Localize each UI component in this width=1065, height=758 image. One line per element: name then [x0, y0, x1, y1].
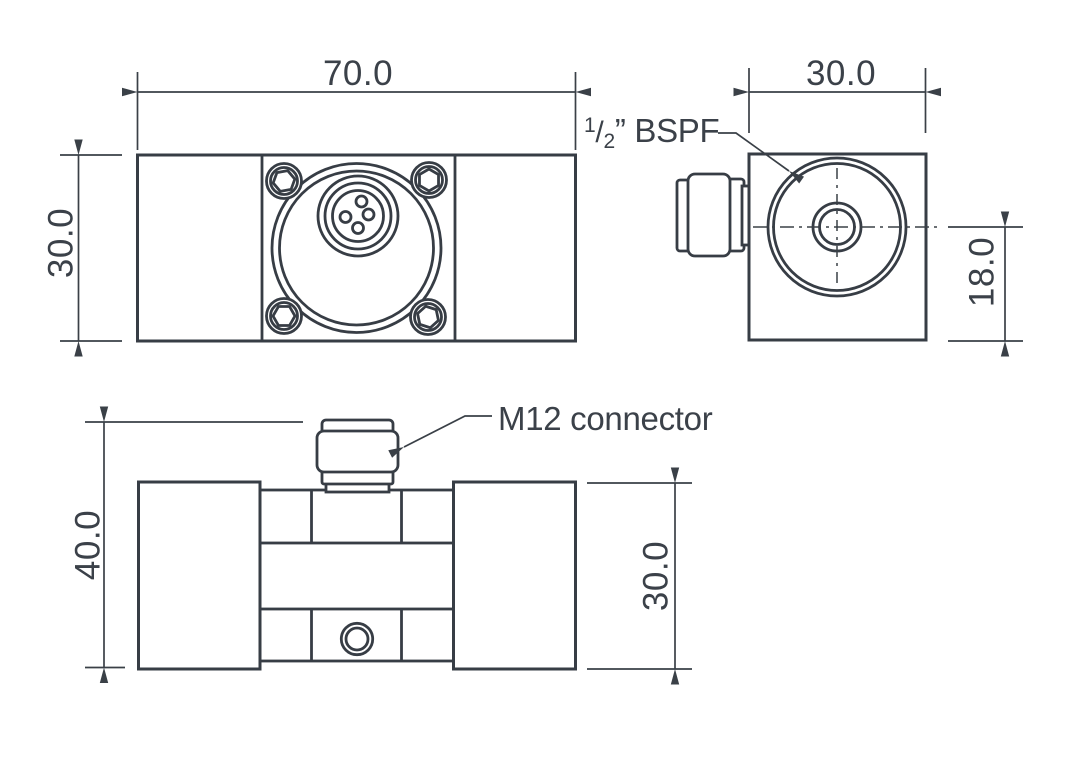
m12-pin — [354, 194, 369, 209]
m12-leader-line — [388, 415, 492, 458]
m12-pin — [338, 210, 353, 224]
dimension-text-side-body-height: 30.0 — [637, 541, 676, 611]
hex-bolt-bottom-left — [265, 297, 303, 335]
bspf-suffix: ” BSPF — [615, 112, 720, 149]
m12-pin — [351, 221, 365, 235]
dimension-text-front-width: 70.0 — [323, 54, 393, 93]
m12-connector-top — [315, 418, 400, 494]
dimension-front-width: 70.0 — [122, 54, 591, 150]
side-view — [137, 418, 577, 671]
left-block — [137, 480, 262, 671]
dimension-text-side-overall-height: 40.0 — [69, 510, 108, 580]
m12-connector-face — [316, 174, 400, 258]
dimension-text-port-height: 18.0 — [963, 237, 1002, 307]
right-block — [452, 480, 577, 671]
dimension-side-overall-height: 40.0 — [69, 406, 303, 683]
hex-bolt-top-left — [265, 162, 303, 200]
hex-bolt-top-right — [410, 161, 448, 199]
m12-connector-side — [675, 172, 753, 258]
bspf-leader-line — [718, 132, 805, 184]
bspf-sup: 1 — [584, 114, 595, 137]
bspf-annotation: 1/2” BSPF — [584, 112, 805, 184]
dimension-side-body-height: 30.0 — [587, 467, 692, 685]
top-web — [258, 488, 455, 545]
bspf-slash: / — [595, 116, 604, 149]
m12-annotation: M12 connector — [388, 400, 713, 458]
hex-bolt-bottom-right — [409, 298, 447, 336]
dimension-port-height: 18.0 — [948, 211, 1023, 357]
dimension-end-width: 30.0 — [733, 54, 941, 133]
dimension-text-end-width: 30.0 — [806, 54, 876, 93]
bspf-label: 1/2” BSPF — [584, 112, 719, 153]
m12-label: M12 connector — [498, 400, 713, 437]
end-view — [675, 152, 937, 342]
bspf-sub: 2 — [603, 130, 614, 153]
m12-pin — [361, 207, 376, 222]
mounting-hole-inner — [344, 626, 370, 652]
front-view — [136, 153, 577, 343]
dimension-text-front-height: 30.0 — [42, 208, 81, 278]
dimension-front-height: 30.0 — [42, 139, 122, 357]
